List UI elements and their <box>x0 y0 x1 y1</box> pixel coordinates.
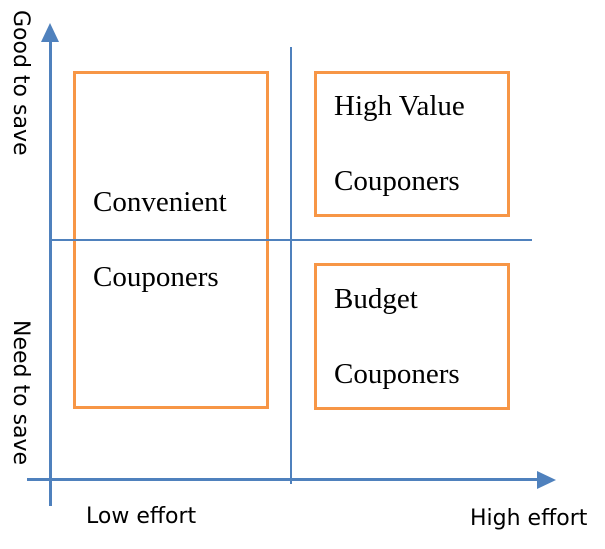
y-axis-top-label: Good to save <box>8 10 33 156</box>
box-label-line: Couponers <box>93 261 219 293</box>
box-label-line: Budget <box>334 282 418 315</box>
arrow-up-icon <box>41 23 59 42</box>
x-axis-left-label: Low effort <box>86 504 197 529</box>
x-axis-right-label: High effort <box>470 506 588 531</box>
y-axis-bottom-label: Need to save <box>8 320 33 466</box>
box-budget-couponers: Budget Couponers <box>314 263 510 410</box>
arrow-right-icon <box>537 471 556 489</box>
x-axis-line <box>27 478 539 481</box>
y-axis-line <box>49 38 52 506</box>
quadrant-divider-horizontal <box>51 239 532 241</box>
box-high-value-couponers: High Value Couponers <box>314 71 510 217</box>
box-label-line: Convenient <box>93 186 227 219</box>
box-label-line: Couponers <box>334 165 460 197</box>
quadrant-divider-vertical <box>290 47 292 484</box>
box-label-line: High Value <box>334 90 465 123</box>
box-label-line: Couponers <box>334 357 460 390</box>
